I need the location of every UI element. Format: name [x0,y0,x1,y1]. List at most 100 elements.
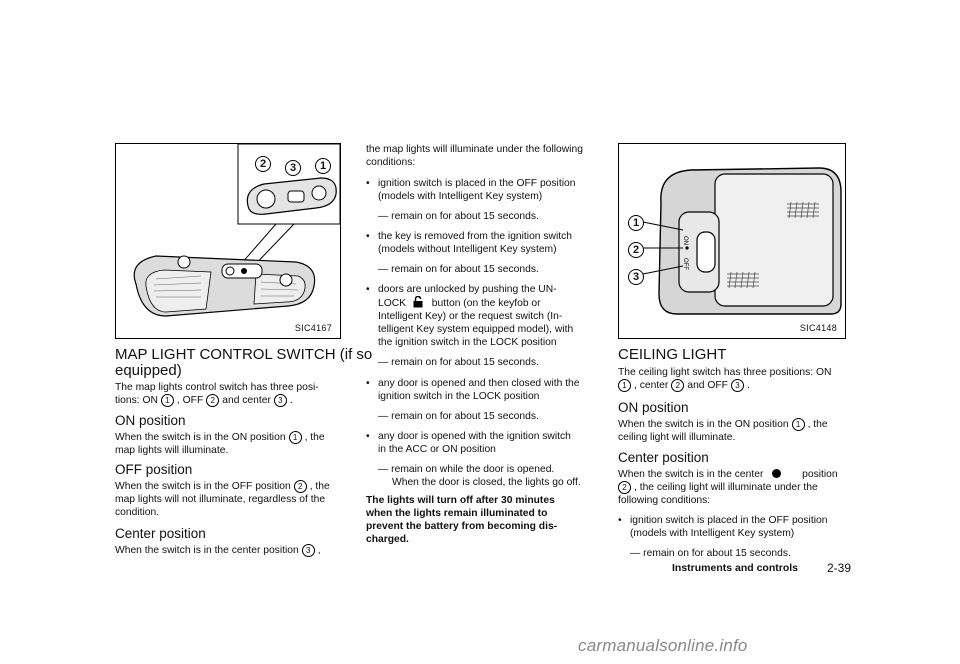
bullet-marker: • [366,284,370,295]
callout-number: 2 [628,242,644,258]
text: , the ceiling light will illuminate unde… [634,482,818,493]
bullet-subnote: When the door is closed, the lights go o… [392,477,581,488]
bullet-line: (models with Intelligent Key system) [630,528,795,539]
callout-number: 1 [315,158,331,174]
map-light-title-line1: MAP LIGHT CONTROL SWITCH (if so [115,346,373,363]
bullet-line: the key is removed from the ignition swi… [378,231,573,242]
unlock-icon [413,295,423,313]
callout-2: 2 [625,240,647,258]
bullet-marker: • [618,515,622,526]
battery-warning-line1: The lights will turn off after 30 minute… [366,495,555,506]
callout-number: 3 [628,269,644,285]
text: , the [309,481,330,492]
bullet-line: (models with Intelligent Key system) [378,191,543,202]
text: LOCK [378,298,407,309]
position-number: 1 [618,379,631,392]
text: , [317,545,321,556]
bullet-line: ignition switch is placed in the OFF pos… [630,515,828,526]
page-number: 2-39 [827,561,852,575]
map-intro-line2: conditions: [366,157,416,168]
position-number: 2 [618,481,631,494]
map-light-intro-line1: The map lights control switch has three … [115,382,319,393]
map-light-title-line2: equipped) [115,362,182,379]
figure-code: SIC4148 [799,323,837,333]
text: When the switch is in the ON position [115,432,286,443]
position-number: 1 [160,394,174,407]
callout-number: 2 [255,156,271,172]
bullet-line: the ignition switch in the LOCK position [378,337,557,348]
bullet-marker: • [366,378,370,389]
text: , the [807,419,828,430]
bullet-line: Intelligent Key) or the request switch (… [378,311,563,322]
text: . [746,380,750,391]
text: tions: ON [115,395,158,406]
off-position-line2: map lights will not illuminate, regardle… [115,494,326,505]
text: . [289,395,293,406]
center-position-line1: When the switch is in the center positio… [115,544,321,558]
position-number: 2 [206,394,220,407]
switch-label-off: OFF [682,258,688,270]
ceiling-center-line2: 2, the ceiling light will illuminate und… [618,481,818,495]
position-number: 1 [791,418,805,431]
text: When the switch is in the center positio… [115,545,299,556]
ceiling-on-heading: ON position [618,400,689,415]
bullet-subnote: — remain on for about 15 seconds. [378,411,539,422]
bullet-line: doors are unlocked by pushing the UN- [378,284,557,295]
switch-label-on: ON [682,236,688,245]
bullet-subnote: — remain on for about 15 seconds. [378,211,539,222]
bullet-line: any door is opened with the ignition swi… [378,431,571,442]
ceiling-center-line1: When the switch is in the center positio… [618,468,838,482]
position-number: 2 [671,379,685,392]
bullet-item: • doors are unlocked by pushing the UN- … [366,283,606,353]
bullet-item: • ignition switch is placed in the OFF p… [618,514,858,542]
text: and center [222,395,271,406]
text: When the switch is in the center [618,469,764,480]
bullet-line: ignition switch is placed in the OFF pos… [378,178,576,189]
text: position [802,469,838,480]
bullet-item: • any door is opened with the ignition s… [366,430,606,458]
battery-warning-line4: charged. [366,534,409,545]
bullet-item: • any door is opened and then closed wit… [366,377,606,405]
ceiling-intro-line1: The ceiling light switch has three posit… [618,367,832,378]
battery-warning-line2: when the lights remain illuminated to [366,508,548,519]
ceiling-center-line3: following conditions: [618,495,711,506]
text: When the switch is in the ON position [618,419,789,430]
bullet-line: ignition switch in the LOCK position [378,391,540,402]
callout-3: 3 [282,158,304,176]
callout-1: 1 [312,156,334,174]
map-light-illustration [133,144,340,317]
bullet-line: (models without Intelligent Key system) [378,244,557,255]
bullet-marker: • [366,231,370,242]
ceiling-light-title: CEILING LIGHT [618,346,727,363]
bullet-marker: • [366,178,370,189]
ceiling-light-figure: ON OFF 1 2 3 SIC4148 [618,143,846,339]
bullet-subnote: — remain on while the door is opened. [378,464,555,475]
center-position-heading: Center position [115,526,206,541]
bullet-subnote: — remain on for about 15 seconds. [378,264,539,275]
bullet-line: LOCK button (on the keyfob or [378,295,541,313]
text: When the switch is in the OFF position [115,481,291,492]
bullet-item: • ignition switch is placed in the OFF p… [366,177,606,205]
callout-1: 1 [625,213,647,231]
bullet-marker: • [366,431,370,442]
bullet-line: in the ACC or ON position [378,444,496,455]
text: , OFF [176,395,204,406]
ceiling-light-illustration: ON OFF [642,167,842,315]
ceiling-on-line2: ceiling light will illuminate. [618,432,736,443]
text: , center [634,380,669,391]
bullet-item: • the key is removed from the ignition s… [366,230,606,258]
off-position-heading: OFF position [115,462,193,477]
map-intro-line1: the map lights will illuminate under the… [366,144,583,155]
map-light-figure: 2 3 1 SIC4167 [115,143,341,339]
bullet-subnote: — remain on for about 15 seconds. [378,357,539,368]
figure-code: SIC4167 [294,323,332,333]
position-number: 3 [273,394,287,407]
callout-number: 1 [628,215,644,231]
on-position-heading: ON position [115,413,186,428]
callout-3: 3 [625,267,647,285]
bullet-subnote: — remain on for about 15 seconds. [630,548,791,559]
